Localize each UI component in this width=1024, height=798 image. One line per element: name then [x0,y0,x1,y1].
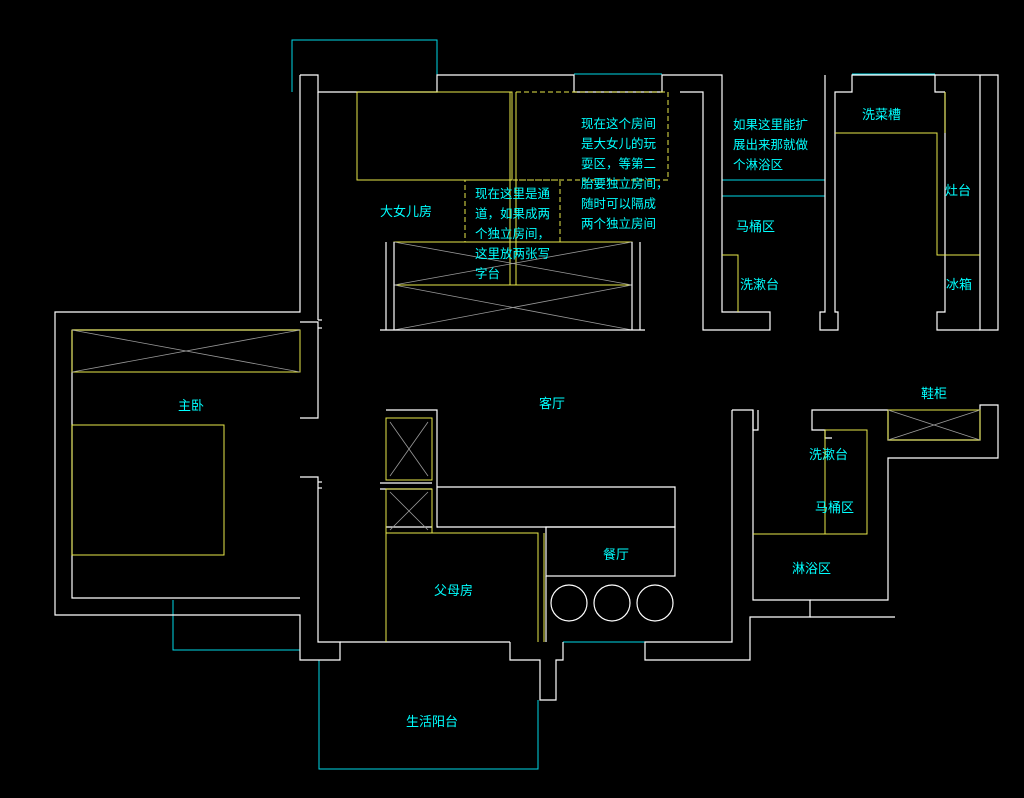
label-master-bedroom: 主卧 [178,399,204,414]
note-line: 胎要独立房间， [581,176,669,191]
label-parents-room: 父母房 [434,583,473,599]
note-line: 耍区，等第二 [581,156,656,171]
note-line: 现在这里是通 [475,186,551,201]
label-toilet-area-bottom: 马桶区 [815,501,854,516]
note-line: 个淋浴区 [733,157,783,172]
label-fridge: 冰箱 [946,277,972,293]
note-line: 如果这里能扩 [733,117,808,132]
note-play-area: 现在这个房间 是大女儿的玩 耍区，等第二 胎要独立房间， 随时可以隔成 两个独立… [581,116,669,231]
note-expand-shower: 如果这里能扩 展出来那就做 个淋浴区 [733,117,809,172]
label-sink: 洗菜槽 [862,108,901,123]
note-line: 两个独立房间 [581,216,656,231]
note-line: 是大女儿的玩 [581,136,657,151]
label-stove: 灶台 [945,184,971,199]
label-toilet-area-top: 马桶区 [736,220,775,235]
note-line: 道，如果成两 [475,206,550,221]
furniture [71,91,981,642]
label-shower-area: 淋浴区 [792,562,831,577]
label-living-balcony: 生活阳台 [406,715,458,730]
note-line: 个独立房间， [475,226,550,241]
label-shoe-cabinet: 鞋柜 [921,386,947,402]
note-line: 随时可以隔成 [581,196,656,211]
note-line: 现在这个房间 [581,116,656,131]
note-line: 展出来那就做 [733,137,809,152]
label-living-room: 客厅 [539,396,565,412]
label-dining-room: 餐厅 [603,547,629,563]
walls [54,74,999,701]
label-washbasin-top: 洗漱台 [740,278,779,293]
label-eldest-daughter-room: 大女儿房 [380,204,432,220]
note-passage: 现在这里是通 道，如果成两 个独立房间， 这里放两张写 字台 [475,186,551,281]
dining-chairs [550,584,674,622]
note-line: 这里放两张写 [475,246,550,261]
note-line: 字台 [475,266,500,281]
label-washbasin-bottom: 洗漱台 [809,448,848,463]
